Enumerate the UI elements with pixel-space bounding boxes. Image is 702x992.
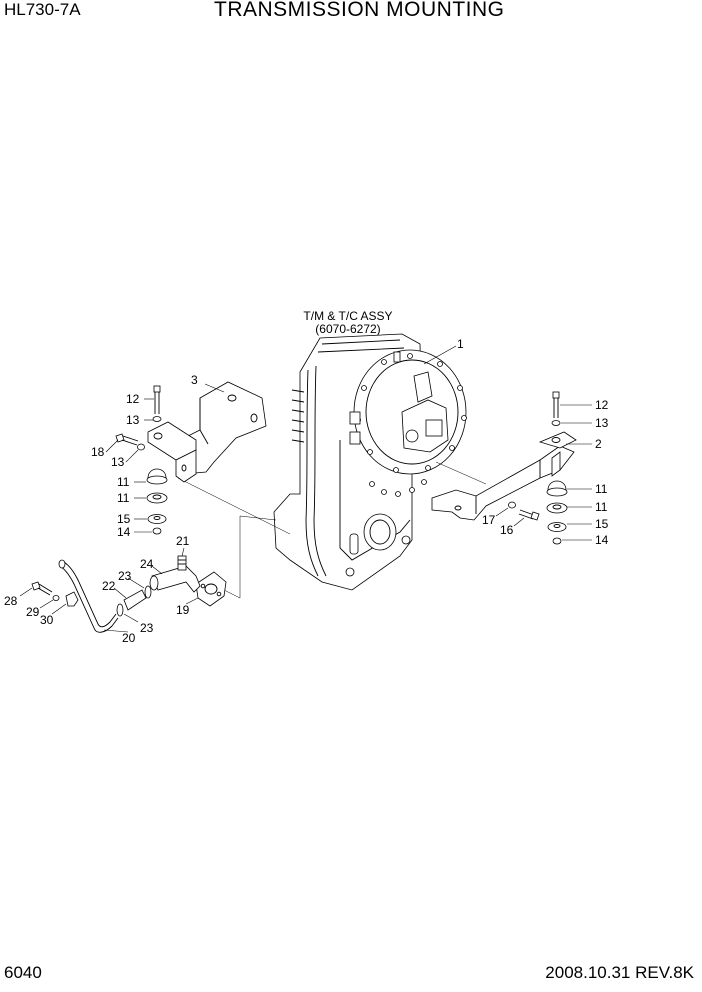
right-bolt-stack: [508, 391, 568, 545]
guide-line-left-2: [239, 515, 277, 521]
callout-24: 24: [140, 557, 154, 571]
callout-16: 16: [500, 523, 514, 537]
callout-2: 2: [595, 437, 602, 451]
callout-20: 20: [122, 631, 136, 645]
model-number: HL730-7A: [4, 0, 81, 19]
left-mounting-bracket: [147, 381, 267, 483]
callout-23-lower: 23: [140, 621, 154, 635]
callout-19: 19: [176, 603, 190, 617]
callout-29: 29: [26, 605, 40, 619]
revision-date: 2008.10.31 REV.8K: [545, 963, 694, 982]
callout-14-left: 14: [117, 525, 131, 539]
guide-line-left: [177, 477, 291, 535]
oil-pipe-assembly: [31, 555, 227, 633]
callout-1: 1: [457, 337, 464, 351]
callout-11-left-upper: 11: [117, 475, 130, 489]
callout-13-right: 13: [595, 416, 609, 430]
transmission-housing: [273, 333, 467, 591]
callout-12-right: 12: [595, 398, 609, 412]
callout-21: 21: [176, 534, 190, 548]
callout-15-right: 15: [595, 517, 609, 531]
callout-12-left: 12: [126, 392, 140, 406]
callout-11-right-upper: 11: [595, 482, 608, 496]
callout-3: 3: [191, 373, 198, 387]
assembly-label-name: T/M & T/C ASSY: [303, 309, 392, 323]
callout-11-right-lower: 11: [595, 500, 608, 514]
callout-17: 17: [482, 513, 496, 527]
callout-18: 18: [91, 445, 105, 459]
callout-13-left-lower: 13: [111, 455, 125, 469]
guide-line-right: [435, 461, 487, 485]
callout-28: 28: [4, 594, 18, 608]
leader-lines: [19, 345, 592, 633]
callout-11-left-lower: 11: [117, 491, 130, 505]
callout-23-upper: 23: [118, 569, 132, 583]
callout-14-right: 14: [595, 533, 609, 547]
callout-30: 30: [40, 613, 54, 627]
page-number: 6040: [4, 963, 42, 982]
left-bolt-stack: [115, 385, 168, 535]
callout-15-left: 15: [117, 512, 131, 526]
assembly-label-code: (6070-6272): [315, 322, 380, 336]
page-title: TRANSMISSION MOUNTING: [214, 0, 505, 21]
callout-13-left-upper: 13: [126, 413, 140, 427]
callout-22: 22: [102, 579, 116, 593]
guide-line-pipe: [223, 516, 241, 599]
